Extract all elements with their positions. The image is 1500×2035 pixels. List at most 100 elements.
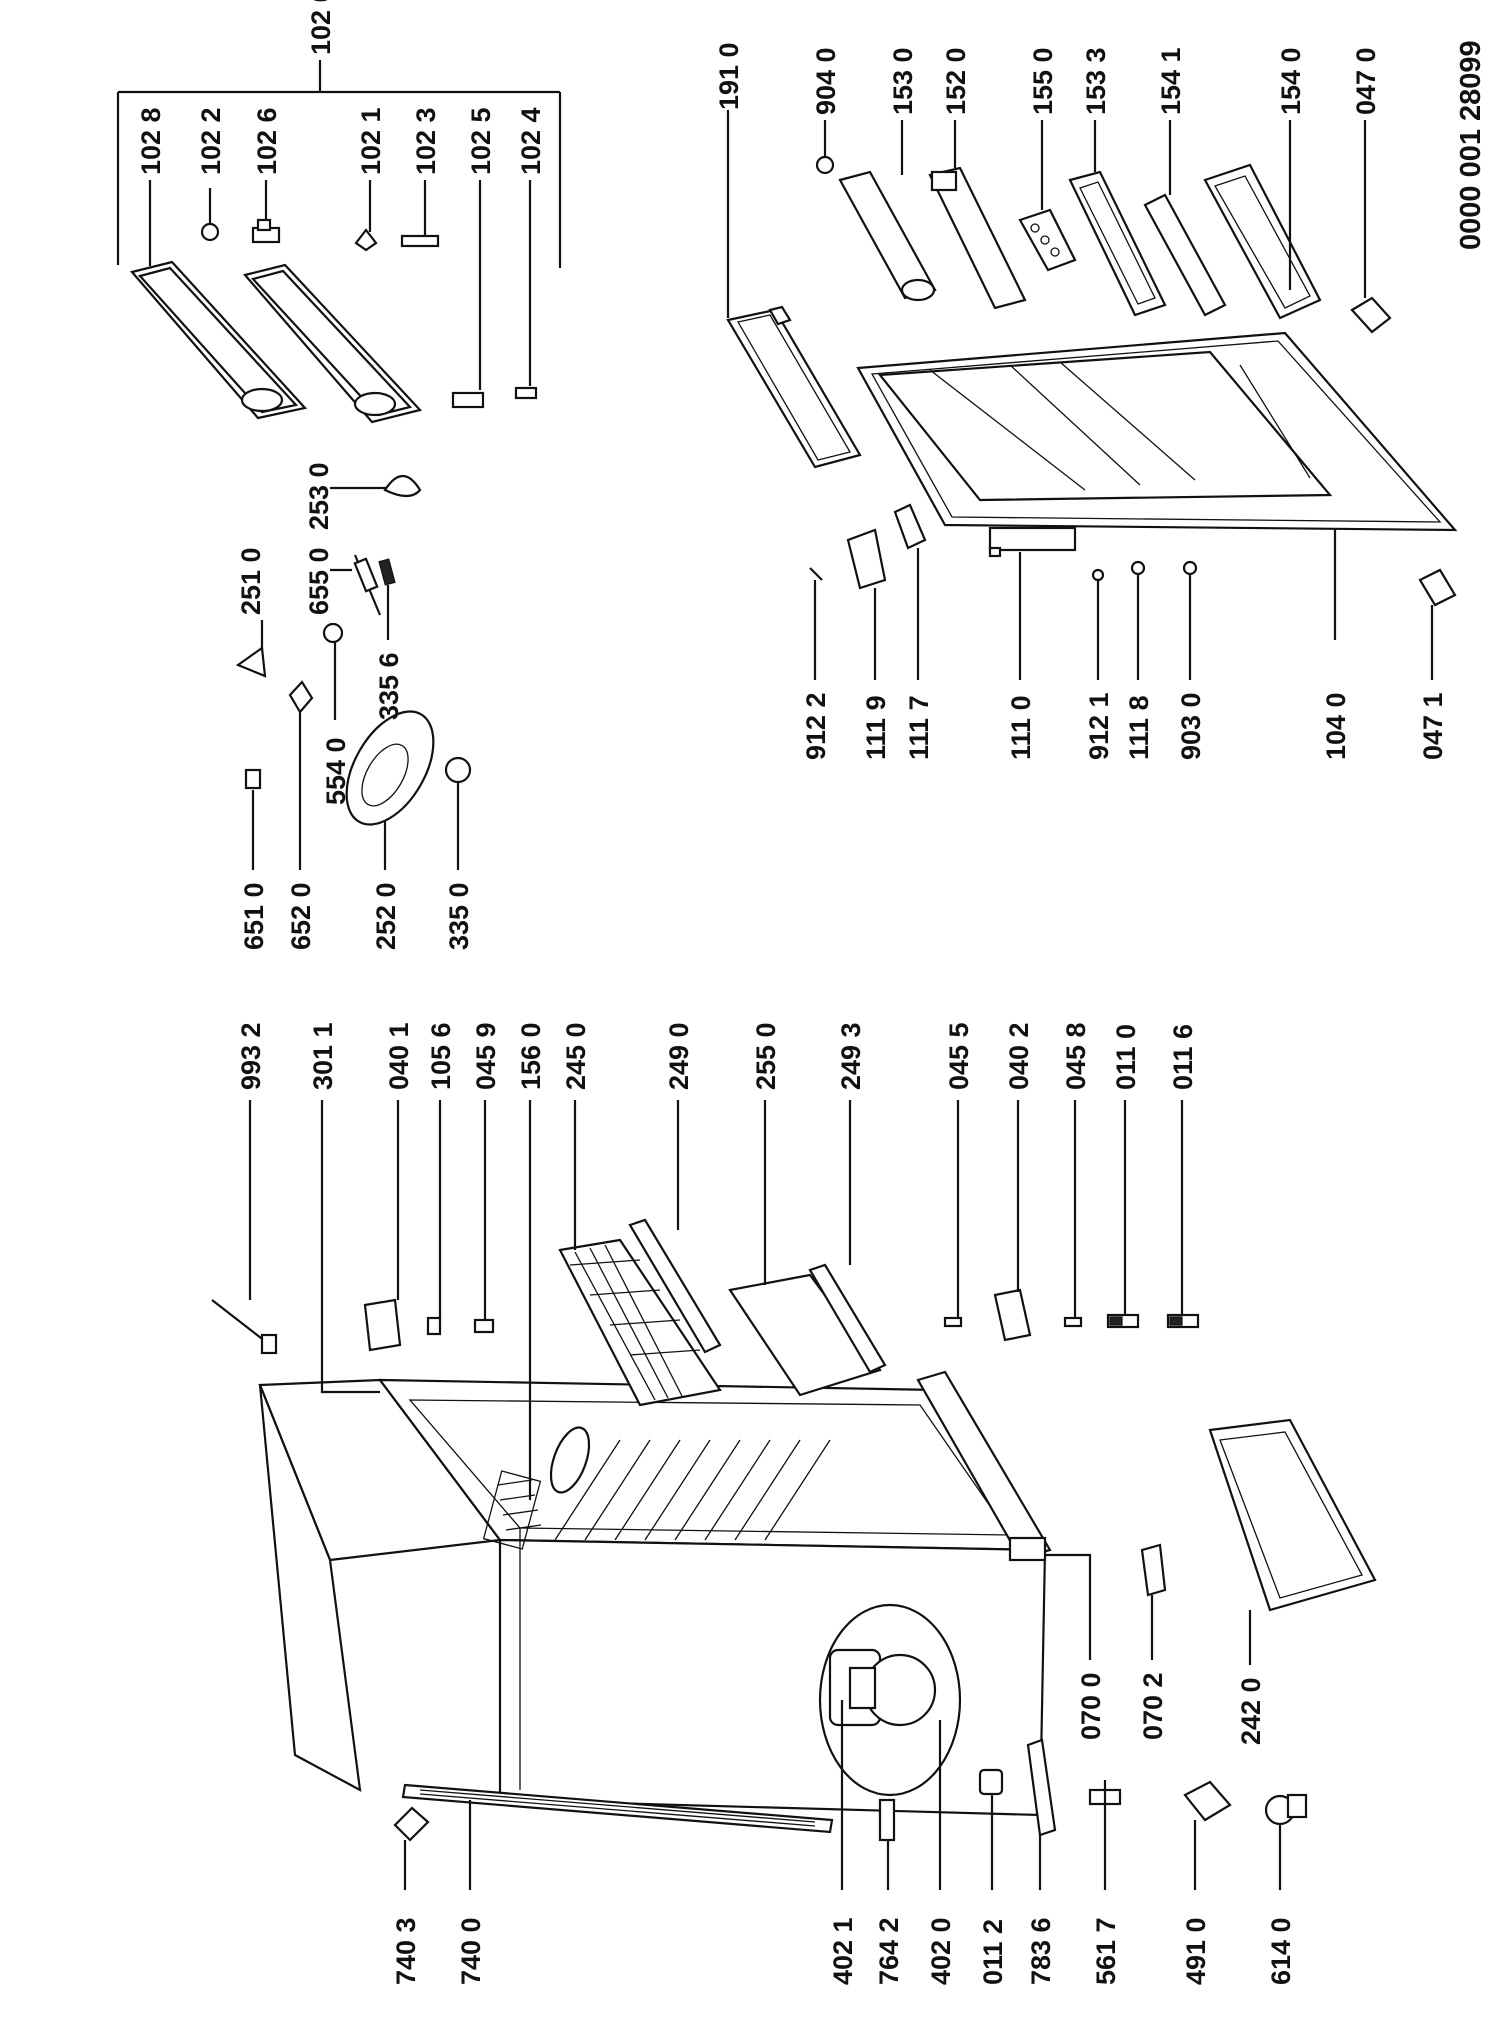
- clip-491-0: [1183, 1780, 1232, 1822]
- label-104-0: 104 0: [1321, 692, 1351, 760]
- shelf-trim-249-3: [808, 1263, 887, 1374]
- glass-shelf-right: [242, 263, 423, 424]
- cover-253-0: [383, 474, 422, 498]
- document-number: 0000 001 28099: [1455, 40, 1487, 250]
- label-045-5: 045 5: [944, 1022, 974, 1090]
- spring-335-6: [378, 558, 396, 586]
- label-242-0: 242 0: [1236, 1677, 1266, 1745]
- label-047-1: 047 1: [1418, 692, 1448, 760]
- label-904-0: 904 0: [811, 47, 841, 115]
- condenser-740-0: [401, 1783, 834, 1834]
- clip-102-2: [200, 222, 220, 242]
- label-040-1: 040 1: [384, 1022, 414, 1090]
- control-light-group: [235, 474, 472, 870]
- egg-tray-155-0: [1018, 208, 1077, 272]
- pin-912-2: [809, 567, 823, 581]
- clip-102-1: [354, 228, 378, 252]
- label-102-4: 102 4: [516, 107, 546, 175]
- glass-shelf-left: [129, 260, 308, 420]
- label-011-0: 011 0: [1111, 1024, 1141, 1090]
- label-154-1: 154 1: [1156, 47, 1186, 115]
- label-040-2: 040 2: [1004, 1022, 1034, 1090]
- pad-102-4: [514, 386, 538, 400]
- label-070-2: 070 2: [1138, 1672, 1168, 1740]
- label-253-0: 253 0: [304, 462, 334, 530]
- bulb-holder-652-0: [288, 680, 314, 714]
- door-panel-104-0: [856, 331, 1458, 532]
- label-245-0: 245 0: [561, 1022, 591, 1090]
- foot-740-3: [393, 1806, 430, 1842]
- handle-111-9: [846, 528, 887, 590]
- label-251-0: 251 0: [236, 547, 266, 615]
- label-335-6: 335 6: [374, 652, 404, 720]
- label-045-9: 045 9: [471, 1022, 501, 1090]
- label-554-0: 554 0: [321, 737, 351, 805]
- handle-111-0: [988, 526, 1077, 558]
- bracket-783-6: [1026, 1738, 1057, 1837]
- label-011-2: 011 2: [978, 1919, 1008, 1985]
- label-154-0: 154 0: [1276, 47, 1306, 115]
- label-011-6: 011 6: [1168, 1024, 1198, 1090]
- pin-912-1: [1091, 568, 1105, 582]
- label-491-0: 491 0: [1181, 1917, 1211, 1985]
- relay-614-0: [1264, 1793, 1308, 1826]
- relay-561-7: [1088, 1780, 1122, 1830]
- part-labels: 102 0 102 8 102 2 102 6 102 1 102 3 102 …: [136, 0, 1487, 1985]
- thermostat-housing-252-0: [345, 710, 435, 826]
- label-993-2: 993 2: [236, 1022, 266, 1090]
- foot-011-6: [1166, 1313, 1200, 1329]
- label-045-8: 045 8: [1061, 1022, 1091, 1090]
- label-255-0: 255 0: [751, 1022, 781, 1090]
- screw-111-8: [1130, 560, 1146, 576]
- screw-651-0: [244, 768, 262, 790]
- crisper-242-0: [1208, 1418, 1377, 1612]
- label-335-0: 335 0: [444, 882, 474, 950]
- label-152-0: 152 0: [941, 47, 971, 115]
- label-111-0: 111 0: [1006, 695, 1036, 760]
- door-balcony-152-0: [928, 166, 1027, 310]
- label-561-7: 561 7: [1091, 1917, 1121, 1985]
- cap-011-2: [978, 1768, 1004, 1796]
- label-153-3: 153 3: [1081, 47, 1111, 115]
- label-102-2: 102 2: [196, 107, 226, 175]
- hinge-040-1: [363, 1298, 402, 1352]
- label-047-0: 047 0: [1351, 47, 1381, 115]
- drain-tube-764-2: [878, 1798, 896, 1842]
- label-102-1: 102 1: [356, 107, 386, 175]
- pad-102-5: [451, 391, 485, 409]
- label-111-9: 111 9: [861, 695, 891, 760]
- lamp-cover-251-0: [235, 646, 267, 678]
- plate-070-2: [1140, 1543, 1167, 1597]
- compressor-detail: [818, 1603, 962, 1797]
- knob-554-0: [322, 622, 344, 644]
- cap-105-6: [426, 1316, 442, 1336]
- shelf-rails: [554, 1439, 831, 1541]
- label-402-1: 402 1: [828, 1917, 858, 1985]
- label-764-2: 764 2: [874, 1917, 904, 1985]
- label-301-1: 301 1: [308, 1022, 338, 1090]
- label-102-0: 102 0: [306, 0, 336, 55]
- label-655-0: 655 0: [304, 547, 334, 615]
- label-652-0: 652 0: [286, 882, 316, 950]
- screw-903-0: [1182, 560, 1198, 576]
- bottle-balcony-154-0: [1203, 163, 1322, 320]
- label-153-0: 153 0: [888, 47, 918, 115]
- label-102-6: 102 6: [252, 107, 282, 175]
- label-740-0: 740 0: [456, 1917, 486, 1985]
- label-614-0: 614 0: [1266, 1917, 1296, 1985]
- label-111-7: 111 7: [904, 695, 934, 760]
- door-rail-154-1: [1143, 193, 1227, 317]
- support-102-6: [251, 218, 281, 244]
- door-gasket-191-0: [726, 305, 862, 469]
- knob-335-0: [444, 756, 472, 784]
- label-249-3: 249 3: [836, 1022, 866, 1090]
- pin-045-5: [943, 1316, 963, 1328]
- label-111-8: 111 8: [1124, 695, 1154, 760]
- door-assembly: [726, 110, 1458, 680]
- shelf-trim-249-0: [628, 1218, 722, 1354]
- label-102-3: 102 3: [411, 107, 441, 175]
- door-balcony-153-0: [838, 170, 937, 302]
- bushing-045-9: [473, 1318, 495, 1334]
